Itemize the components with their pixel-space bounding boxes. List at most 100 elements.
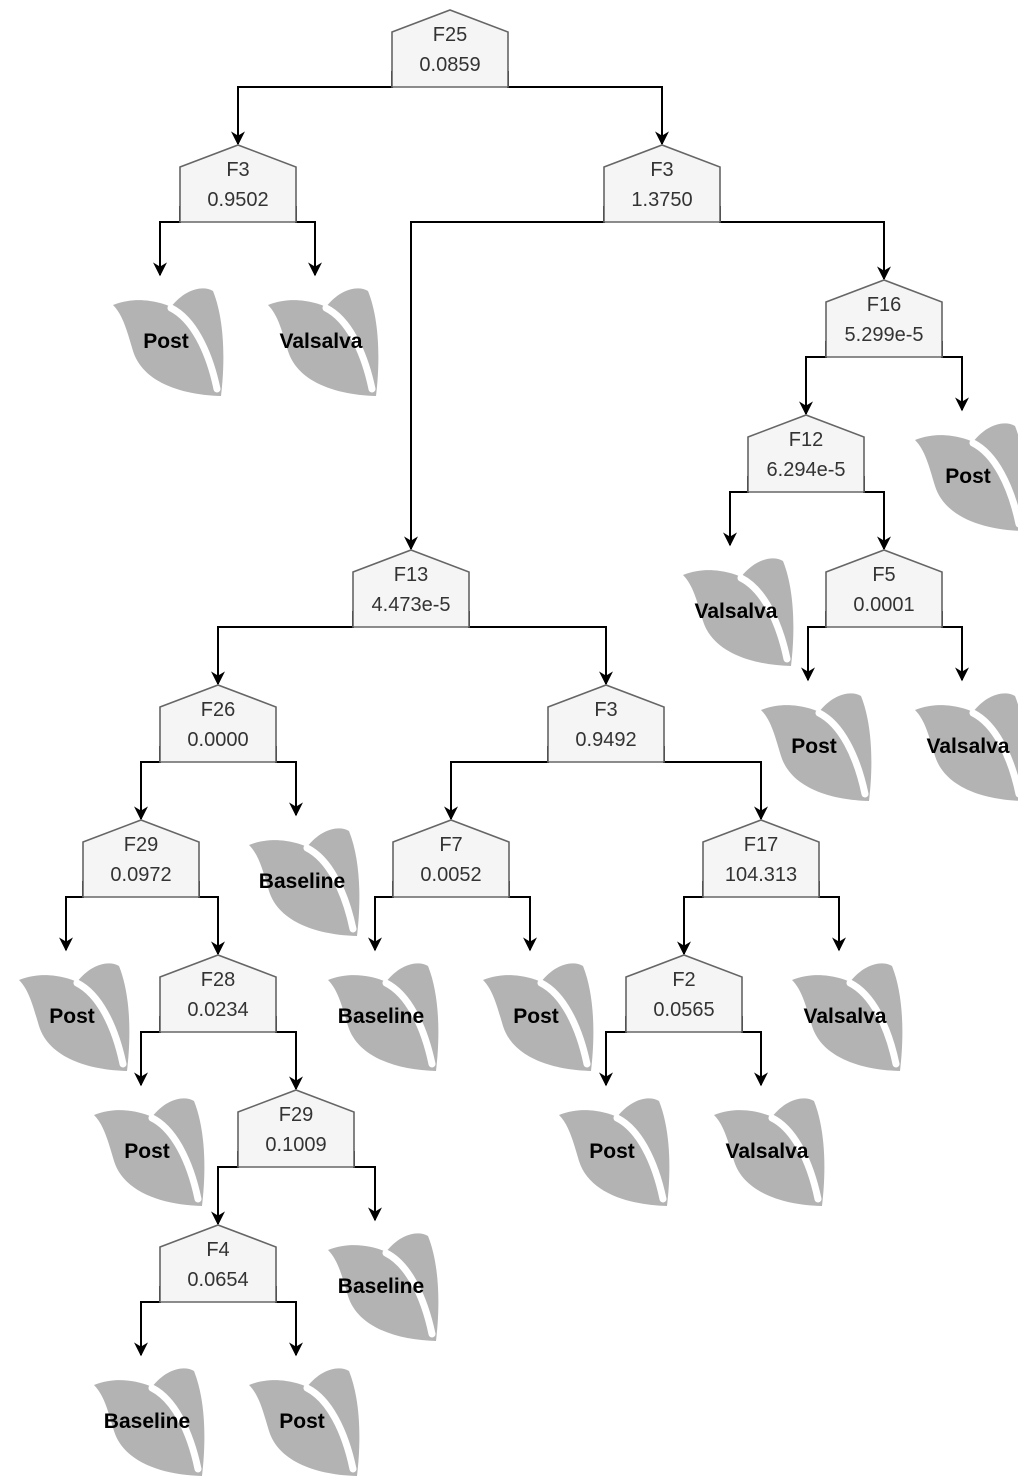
split-feature-label: F2 <box>672 969 695 991</box>
split-node-shape <box>179 144 297 223</box>
leaf-node: Post <box>249 1368 360 1476</box>
leaf-class-label: Post <box>791 735 837 758</box>
leaf-icon <box>792 963 903 1071</box>
leaf-icon <box>915 693 1018 801</box>
split-threshold-label: 0.0052 <box>420 864 481 886</box>
split-feature-label: F3 <box>594 699 617 721</box>
split-threshold-label: 0.0234 <box>187 999 248 1021</box>
leaf-vein-icon <box>815 709 869 798</box>
split-node-shape <box>392 819 510 898</box>
leaf-vein-icon <box>969 709 1018 798</box>
split-node: F17 104.313 <box>702 819 820 898</box>
split-feature-label: F4 <box>206 1239 229 1261</box>
tree-edge-arrow <box>818 881 846 952</box>
tree-edge-arrow <box>59 881 84 952</box>
split-node-shape <box>237 1089 355 1168</box>
tree-edge-arrow <box>723 476 749 547</box>
split-threshold-label: 0.0654 <box>187 1269 248 1291</box>
leaf-class-label: Valsalva <box>804 1005 887 1028</box>
leaf-class-label: Post <box>124 1140 170 1163</box>
leaf-node: Post <box>559 1098 670 1206</box>
leaf-vein-icon <box>382 1249 436 1338</box>
split-node-shape <box>603 144 721 223</box>
split-threshold-label: 0.0972 <box>110 864 171 886</box>
split-threshold-label: 0.0565 <box>653 999 714 1021</box>
tree-edge-arrow <box>231 71 393 146</box>
split-feature-label: F7 <box>439 834 462 856</box>
leaf-class-label: Post <box>279 1410 325 1433</box>
leaf-icon <box>683 558 794 666</box>
split-feature-label: F5 <box>872 564 895 586</box>
leaf-class-label: Valsalva <box>726 1140 809 1163</box>
leaf-node: Post <box>483 963 594 1071</box>
split-threshold-label: 0.9492 <box>575 729 636 751</box>
tree-edge-arrow <box>211 1151 239 1226</box>
leaf-class-label: Baseline <box>338 1005 424 1028</box>
leaf-vein-icon <box>737 574 791 663</box>
tree-edge-arrow <box>444 746 549 821</box>
tree-edge-arrow <box>941 611 969 682</box>
leaf-class-label: Post <box>143 330 189 353</box>
split-node-shape <box>352 549 470 628</box>
leaf-node: Valsalva <box>714 1098 825 1206</box>
leaf-icon <box>268 288 379 396</box>
leaf-node: Valsalva <box>915 693 1018 801</box>
split-node: F3 1.3750 <box>603 144 721 223</box>
split-feature-label: F29 <box>279 1104 313 1126</box>
tree-edge-arrow <box>134 1286 161 1357</box>
leaf-vein-icon <box>537 979 591 1068</box>
leaf-icon <box>113 288 224 396</box>
leaf-class-label: Valsalva <box>280 330 363 353</box>
tree-nodes: F250.0859F30.9502F31.3750F165.299e-5F126… <box>82 9 943 1303</box>
leaf-vein-icon <box>167 304 221 393</box>
split-node: F30.9502 <box>179 144 297 223</box>
split-feature-label: F3 <box>226 159 249 181</box>
tree-edge-arrow <box>368 881 394 952</box>
leaf-icon <box>714 1098 825 1206</box>
leaf-class-label: Baseline <box>338 1275 424 1298</box>
split-feature-label: F13 <box>394 564 428 586</box>
tree-edge-arrow <box>468 611 613 686</box>
tree-edge-arrow <box>863 476 891 551</box>
tree-edge-arrow <box>198 881 225 956</box>
split-threshold-label: 104.313 <box>725 864 797 886</box>
leaf-vein-icon <box>322 304 376 393</box>
split-feature-label: F3 <box>650 159 673 181</box>
leaf-node: Baseline <box>328 1233 439 1341</box>
split-node: F2 0.0565 <box>625 954 743 1033</box>
split-node: F3 0.9492 <box>547 684 665 763</box>
split-node-shape <box>159 1224 277 1303</box>
leaf-class-label: Valsalva <box>695 600 778 623</box>
split-node-shape <box>391 9 509 88</box>
split-node: F7 0.0052 <box>392 819 510 898</box>
leaf-icon <box>94 1368 205 1476</box>
tree-edge-arrow <box>941 341 969 412</box>
split-threshold-label: 1.3750 <box>631 189 692 211</box>
split-threshold-label: 0.0000 <box>187 729 248 751</box>
leaf-node: Post <box>94 1098 205 1206</box>
leaf-class-label: Post <box>945 465 991 488</box>
leaf-icon <box>249 828 360 936</box>
tree-edge-arrow <box>353 1151 382 1222</box>
leaf-class-label: Baseline <box>104 1410 190 1433</box>
split-node: F29 0.1009 <box>237 1089 355 1168</box>
leaf-icon <box>915 423 1018 531</box>
tree-edge-arrow <box>719 206 891 281</box>
tree-edge-arrow <box>508 881 537 952</box>
tree-edge-arrow <box>275 1016 303 1091</box>
split-feature-label: F17 <box>744 834 778 856</box>
split-node-shape <box>625 954 743 1033</box>
tree-edge-arrow <box>275 1286 303 1357</box>
tree-edge-arrow <box>801 611 827 682</box>
split-feature-label: F29 <box>124 834 158 856</box>
leaf-icon <box>328 963 439 1071</box>
split-node-shape <box>825 549 943 628</box>
leaf-class-label: Valsalva <box>927 735 1010 758</box>
split-node-shape <box>159 684 277 763</box>
split-threshold-label: 0.1009 <box>265 1134 326 1156</box>
leaf-node: Post <box>915 423 1018 531</box>
split-feature-label: F12 <box>789 429 823 451</box>
